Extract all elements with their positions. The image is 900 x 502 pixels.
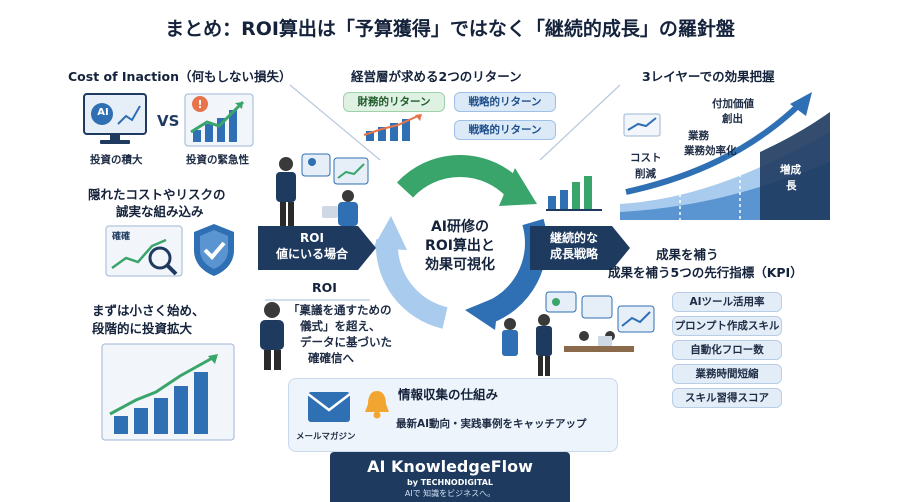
kpi-item: 自動化フロー数 — [672, 340, 782, 360]
left-banner-line-1: ROI — [300, 231, 324, 245]
info-subtitle: 最新AI動向・実践事例をキャッチアップ — [396, 418, 587, 430]
growth-line-1: 増成 — [780, 164, 801, 176]
left-banner-line-2: 値にいる場合 — [275, 247, 348, 261]
layer3-line-2: 創出 — [722, 113, 743, 125]
hidden-cost-title-1: 隠れたコストやリスクの — [88, 187, 226, 202]
shield-check-icon — [194, 224, 234, 276]
monitor-label: AI — [97, 107, 109, 118]
three-layer-growth-chart — [620, 92, 830, 220]
hidden-cost-title-2: 誠実な組み込み — [116, 204, 204, 219]
mail-label: メールマガジン — [296, 432, 356, 442]
strategic-return-pill-1: 戦略的リターン — [454, 92, 556, 112]
info-title: 情報収集の仕組み — [398, 387, 499, 402]
mail-icon — [307, 392, 351, 422]
svg-text:!: ! — [197, 98, 202, 111]
roi-quote-heading: ROI — [312, 280, 337, 295]
cost-of-inaction-title: Cost of Inaction（何もしない損失） — [68, 69, 292, 84]
brand-tagline: AIで 知識をビジネスへ。 — [404, 489, 496, 498]
kpi-title-2: 成果を補う5つの先行指標（KPI） — [608, 265, 803, 280]
businessperson-icon — [260, 302, 284, 370]
roi-quote-line-3: データに基づいた — [300, 335, 392, 349]
magnifier-chart-icon — [105, 225, 183, 277]
strategic-return-pill-2: 戦略的リターン — [454, 120, 556, 140]
two-returns-title: 経営層が求める2つのリターン — [351, 69, 522, 84]
center-line-3: 効果可視化 — [425, 257, 495, 273]
right-banner-line-2: 成長戦略 — [549, 247, 598, 261]
start-small-title-1: まずは小さく始め、 — [92, 303, 205, 318]
kpi-item: プロンプト作成スキル — [672, 316, 782, 336]
roi-quote-line-2: 儀式」を超え、 — [300, 319, 381, 333]
center-line-2: ROI算出と — [425, 238, 495, 254]
financial-return-pill: 財務的リターン — [343, 92, 445, 112]
roi-left-banner-arrow — [258, 226, 376, 270]
chart-label: 確確 — [112, 232, 131, 242]
brand-logo: AI KnowledgeFlow by TECHNODIGITAL AIで 知識… — [330, 452, 570, 502]
center-line-1: AI研修の — [430, 219, 490, 235]
vs-label: VS — [157, 112, 180, 130]
warning-growth-chart-icon: ! — [184, 93, 254, 147]
page-title: まとめ：ROI算出は「予算獲得」ではなく「継続的成長」の羅針盤 — [165, 18, 735, 40]
growth-line-2: 長 — [786, 180, 797, 192]
roi-quote-line-4: 確確信へ — [308, 351, 354, 365]
start-small-title-2: 段階的に投資拡大 — [92, 321, 193, 336]
three-layers-title: 3レイヤーでの効果把握 — [642, 69, 775, 84]
layer3-line-1: 付加価値 — [712, 98, 754, 110]
right-banner-line-1: 継続的な — [549, 231, 598, 245]
kpi-item: AIツール活用率 — [672, 292, 782, 312]
brand-by: by TECHNODIGITAL — [407, 478, 493, 487]
layer1-line-1: コスト — [630, 152, 662, 164]
team-meeting-illustration — [502, 291, 655, 376]
presenters-illustration — [276, 153, 369, 226]
return-bar-chart-icon — [363, 114, 422, 141]
layer2-line-1: 業務 — [688, 130, 709, 142]
bell-icon — [365, 391, 389, 419]
brand-name: AI KnowledgeFlow — [367, 457, 533, 476]
roi-quote-line-1: 「稟議を通すための — [288, 303, 392, 317]
caption-right: 投資の緊急性 — [186, 154, 249, 166]
small-growth-chart-icon — [546, 176, 602, 211]
caption-left: 投資の積大 — [90, 154, 143, 166]
kpi-item: 業務時間短縮 — [672, 364, 782, 384]
monitor-ai-icon — [83, 93, 147, 144]
kpi-item: スキル習得スコア — [672, 388, 782, 408]
layer2-line-2: 業務効率化 — [684, 145, 737, 157]
growth-right-banner-arrow — [530, 226, 630, 270]
incremental-growth-chart-icon — [101, 343, 235, 441]
layer1-line-2: 削減 — [635, 168, 656, 180]
kpi-title-1: 成果を補う — [656, 247, 719, 262]
